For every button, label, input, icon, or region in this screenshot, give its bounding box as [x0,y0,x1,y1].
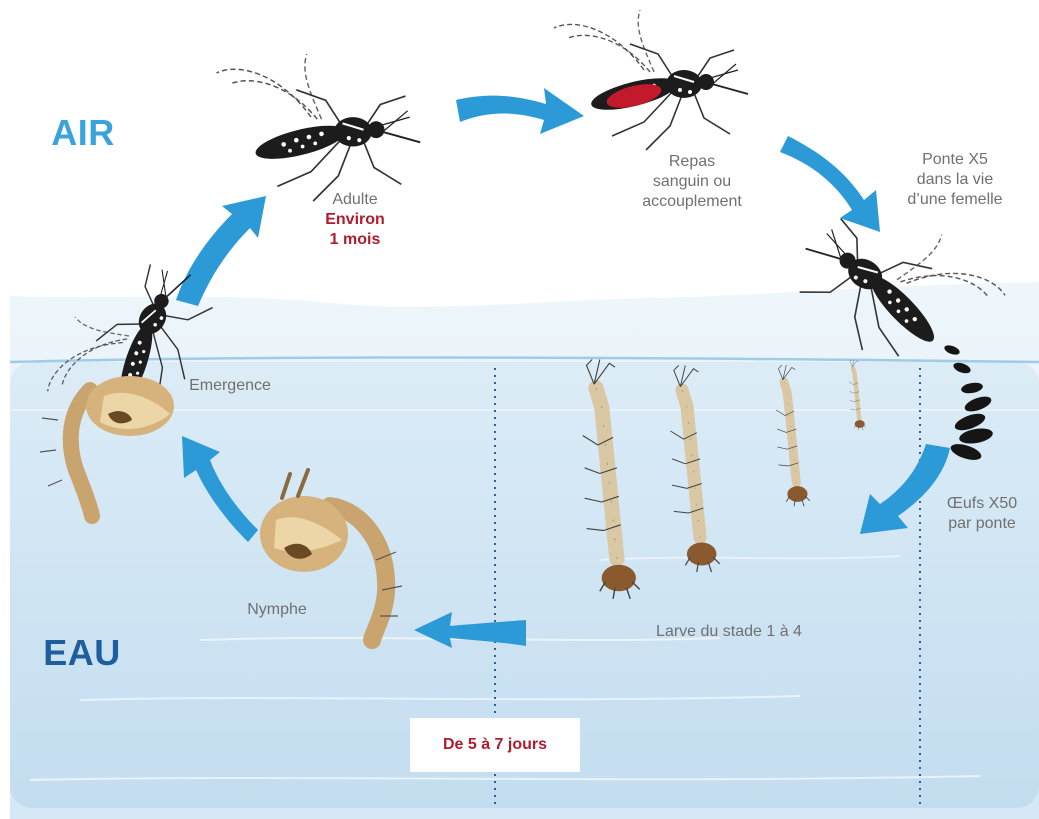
adult-duration-line1: Environ [300,210,410,230]
adult-stage-label: Adulte Environ 1 mois [300,190,410,250]
arrow-emergence-to-adult [176,196,266,306]
laying-line3: d’une femelle [880,190,1030,210]
arrow-flight-to-meal [456,88,584,134]
blood-meal-line2: sanguin ou [622,172,762,192]
eggs-line1: Œufs X50 [926,494,1038,514]
emergence-label: Emergence [170,376,290,396]
blood-meal-label: Repas sanguin ou accouplement [622,152,762,212]
laying-line1: Ponte X5 [880,150,1030,170]
adult-mosquito-icon [217,54,421,201]
eggs-label: Œufs X50 par ponte [926,494,1038,534]
eggs-line2: par ponte [926,514,1038,534]
arrow-meal-to-laying [780,136,880,232]
nymph-label: Nymphe [222,600,332,620]
laying-label: Ponte X5 dans la vie d’une femelle [880,150,1030,210]
blood-meal-line1: Repas [622,152,762,172]
zone-label-water: EAU [34,632,130,674]
aquatic-duration-label: De 5 à 7 jours [410,735,580,755]
adult-duration-line2: 1 mois [300,230,410,250]
laying-line2: dans la vie [880,170,1030,190]
larva-label: Larve du stade 1 à 4 [624,622,834,642]
blood-fed-mosquito-icon [554,10,748,150]
blood-meal-line3: accouplement [622,192,762,212]
adult-label: Adulte [300,190,410,210]
zone-label-air: AIR [38,112,128,154]
